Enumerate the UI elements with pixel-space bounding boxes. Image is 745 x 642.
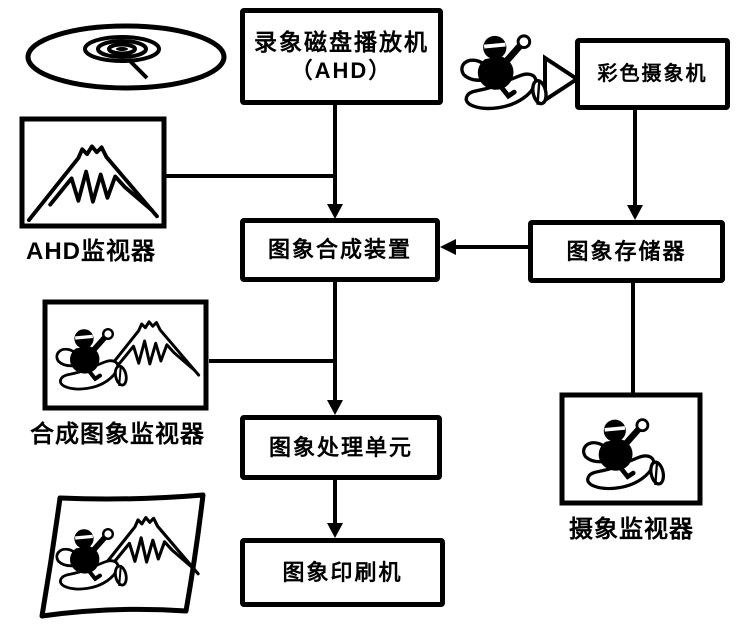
composite-monitor-screen (42, 299, 209, 411)
connector-lines (166, 103, 643, 538)
plane-rider-drawing (462, 36, 548, 109)
camera-lens-icon (543, 54, 581, 104)
box-image-printer-label: 图象印刷机 (282, 559, 403, 585)
box-image-processor-label: 图象处理单元 (268, 434, 413, 460)
box-image-memory: 图象存储器 (528, 220, 725, 283)
arrowhead-down-to-printer (327, 523, 343, 538)
arrowhead-down-to-processor (327, 400, 343, 415)
printed-sheet (39, 492, 206, 619)
box-image-composer: 图象合成装置 (240, 218, 440, 282)
box-color-camera: 彩色摄象机 (575, 38, 730, 110)
caption-composite-monitor: 合成图象监视器 (30, 421, 205, 448)
box-image-printer: 图象印刷机 (240, 538, 445, 607)
box-image-processor: 图象处理单元 (240, 415, 442, 480)
box-image-composer-label: 图象合成装置 (267, 237, 412, 263)
arrowhead-left-to-composer (440, 239, 456, 255)
arrowhead-down-to-composer (327, 204, 343, 219)
box-color-camera-label: 彩色摄象机 (597, 62, 708, 85)
caption-ahd-monitor: AHD监视器 (26, 238, 156, 265)
box-video-disc-player: 录象磁盘播放机 （AHD） (240, 8, 443, 105)
box-video-disc-player-line1: 录象磁盘播放机 (254, 29, 429, 56)
camera-monitor-screen (559, 392, 703, 506)
box-image-memory-label: 图象存储器 (566, 238, 687, 264)
video-disc-icon (25, 23, 227, 91)
ahd-monitor-screen (19, 116, 167, 229)
arrowhead-down-to-memory (627, 205, 643, 220)
box-video-disc-player-line2: （AHD） (290, 58, 393, 84)
caption-camera-monitor: 摄象监视器 (569, 516, 694, 543)
